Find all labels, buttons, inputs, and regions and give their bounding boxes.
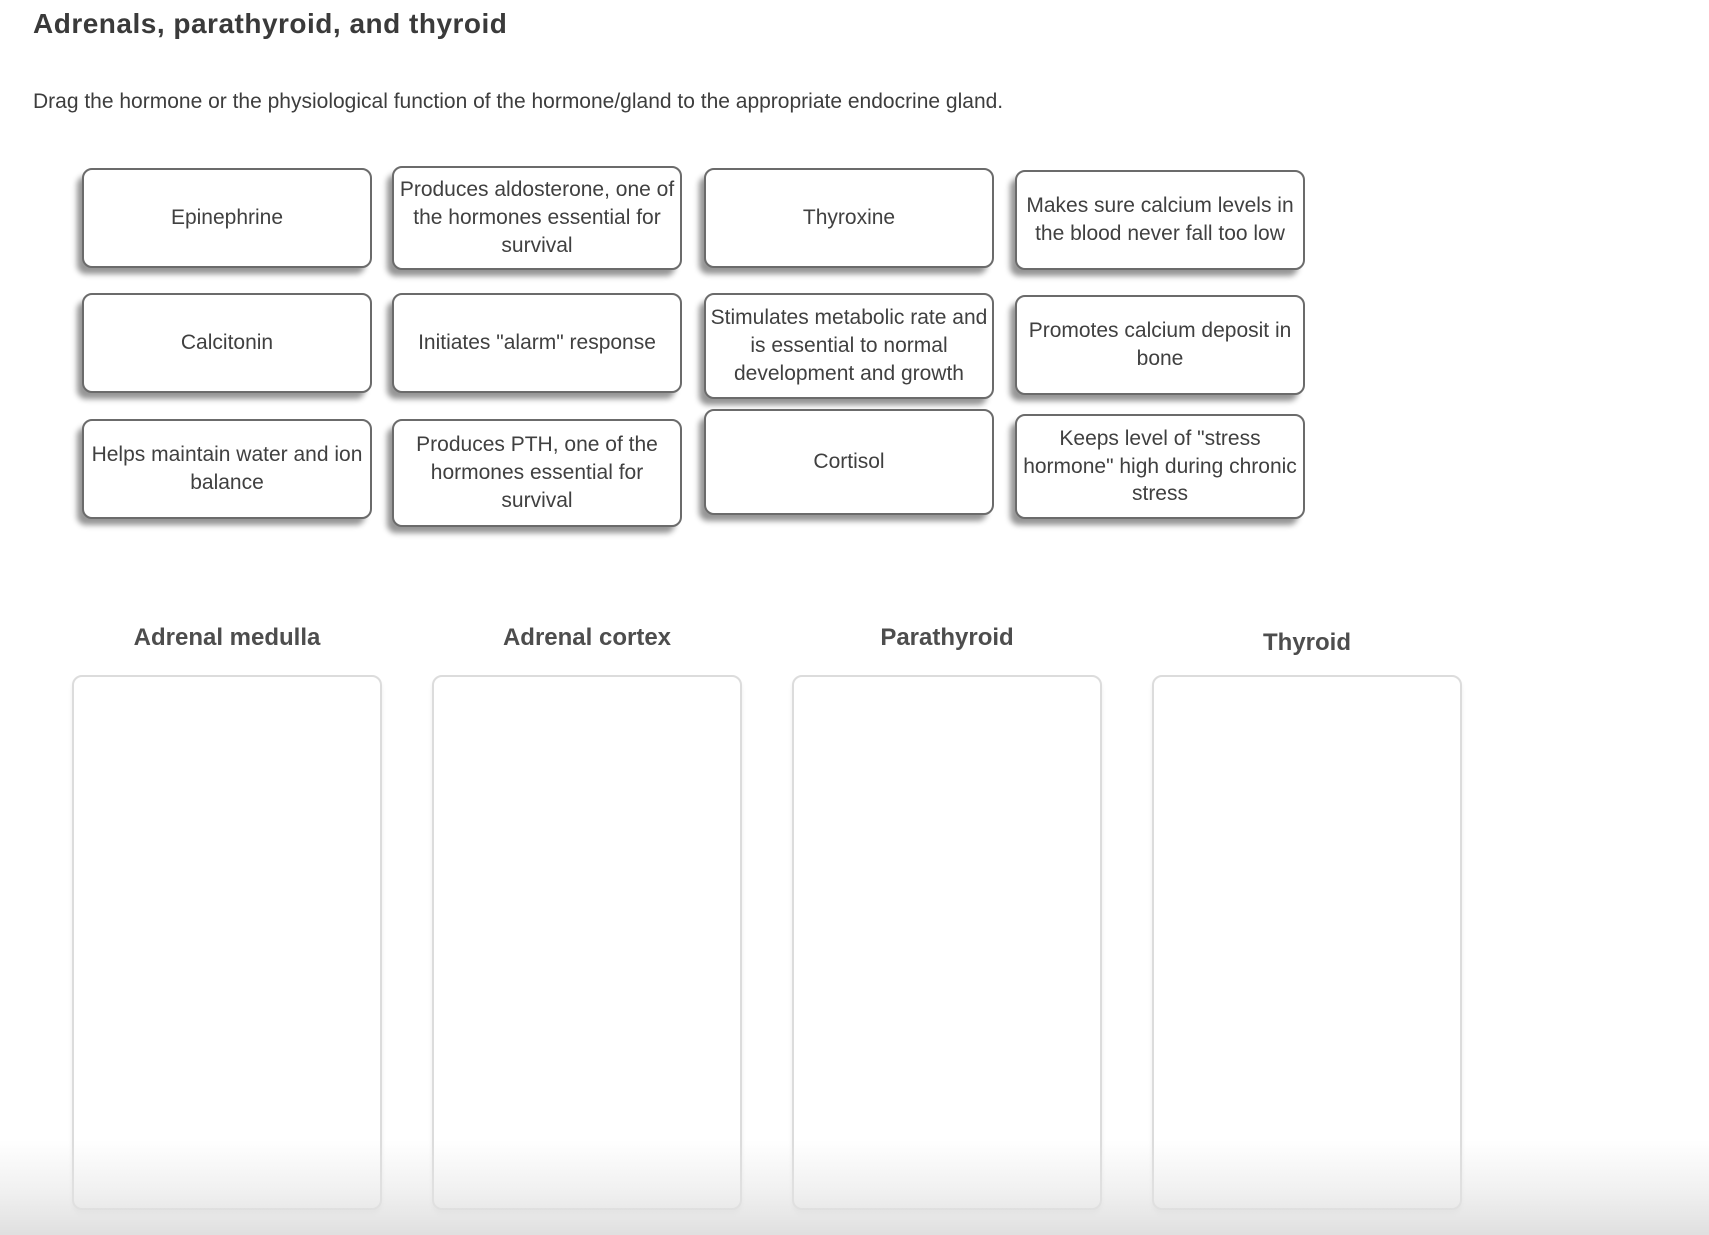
drag-card-label: Produces PTH, one of the hormones essent… bbox=[416, 433, 658, 512]
drag-card-label: Thyroxine bbox=[802, 206, 896, 230]
drag-card-label: Stimulates metabolic rate and is essenti… bbox=[710, 306, 988, 385]
drag-card-water-ion-balance[interactable]: Helps maintain water and ion balance bbox=[82, 419, 372, 519]
drag-card-label: Promotes calcium deposit in bone bbox=[1028, 319, 1292, 370]
drag-card-label: Calcitonin bbox=[180, 331, 274, 355]
drop-zone-thyroid[interactable] bbox=[1152, 675, 1462, 1210]
drag-card-label: Keeps level of "stress hormone" high dur… bbox=[1023, 426, 1297, 506]
drag-card-label: Epinephrine bbox=[170, 206, 284, 230]
drop-zone-label-adrenal-medulla: Adrenal medulla bbox=[133, 624, 321, 651]
drag-card-stress-hormone[interactable]: Keeps level of "stress hormone" high dur… bbox=[1015, 414, 1305, 519]
drag-card-label: Helps maintain water and ion balance bbox=[91, 443, 363, 494]
drag-card-aldosterone[interactable]: Produces aldosterone, one of the hormone… bbox=[392, 166, 682, 270]
drag-card-cortisol[interactable]: Cortisol bbox=[704, 409, 994, 515]
drag-card-label: Produces aldosterone, one of the hormone… bbox=[399, 178, 675, 257]
drop-zone-label-thyroid: Thyroid bbox=[1263, 629, 1351, 656]
drag-card-pth[interactable]: Produces PTH, one of the hormones essent… bbox=[392, 419, 682, 527]
drop-zone-parathyroid[interactable] bbox=[792, 675, 1102, 1210]
drag-card-alarm-response[interactable]: Initiates "alarm" response bbox=[392, 293, 682, 393]
drag-card-label: Initiates "alarm" response bbox=[418, 331, 656, 355]
drag-card-label: Cortisol bbox=[813, 450, 885, 474]
drag-card-metabolic-rate[interactable]: Stimulates metabolic rate and is essenti… bbox=[704, 293, 994, 399]
page-title: Adrenals, parathyroid, and thyroid bbox=[33, 8, 508, 39]
drop-zone-adrenal-medulla[interactable] bbox=[72, 675, 382, 1210]
drop-zone-adrenal-cortex[interactable] bbox=[432, 675, 742, 1210]
drag-card-thyroxine[interactable]: Thyroxine bbox=[704, 168, 994, 268]
drop-zone-label-adrenal-cortex: Adrenal cortex bbox=[502, 624, 672, 651]
drag-card-calcium-never-low[interactable]: Makes sure calcium levels in the blood n… bbox=[1015, 170, 1305, 270]
instructions-text: Drag the hormone or the physiological fu… bbox=[33, 90, 1004, 113]
drag-card-label: Makes sure calcium levels in the blood n… bbox=[1026, 194, 1294, 245]
drag-card-epinephrine[interactable]: Epinephrine bbox=[82, 168, 372, 268]
drag-card-calcitonin[interactable]: Calcitonin bbox=[82, 293, 372, 393]
drop-zone-label-parathyroid: Parathyroid bbox=[880, 624, 1014, 651]
drag-card-calcium-deposit[interactable]: Promotes calcium deposit in bone bbox=[1015, 295, 1305, 395]
